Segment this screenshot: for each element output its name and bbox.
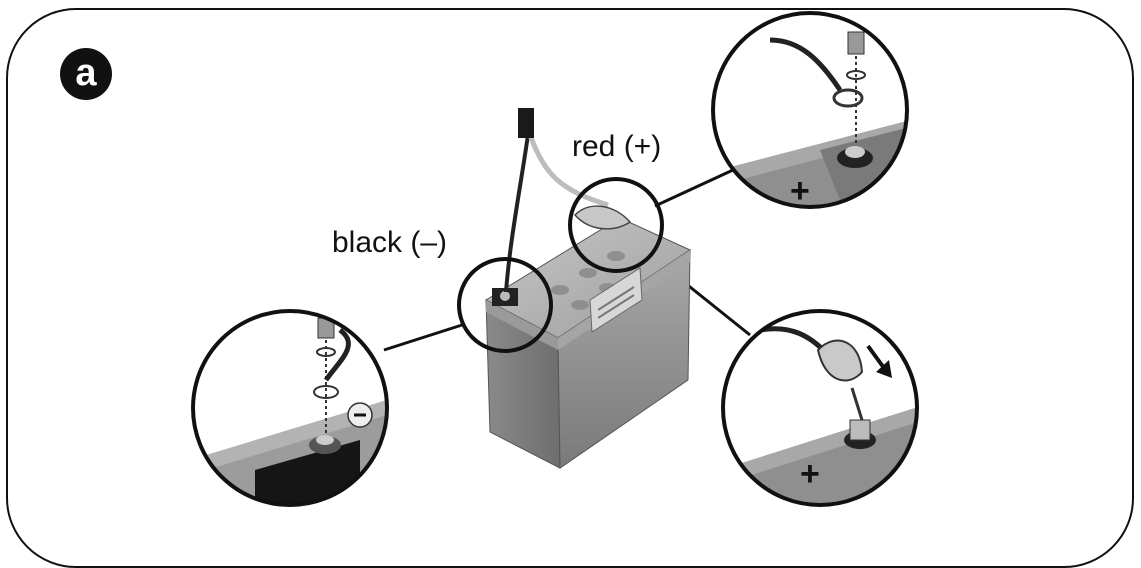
callout-positive-terminal — [568, 177, 664, 273]
detail-positive-exploded: + — [711, 11, 909, 210]
step-badge: a — [60, 48, 112, 100]
svg-text:+: + — [800, 455, 820, 493]
battery — [484, 217, 692, 469]
battery-wires — [504, 108, 609, 293]
red-clip — [573, 205, 632, 230]
battery-connection-illustration: + + — [191, 11, 919, 507]
black-terminal-label: black (–) — [332, 226, 448, 259]
detail-positive-attached: + — [721, 309, 919, 507]
red-terminal-label: red (+) — [572, 130, 662, 163]
arrow-down-icon — [866, 344, 892, 378]
callout-negative-terminal — [457, 257, 553, 353]
detail-negative-exploded — [191, 309, 389, 507]
svg-text:+: + — [790, 172, 810, 210]
